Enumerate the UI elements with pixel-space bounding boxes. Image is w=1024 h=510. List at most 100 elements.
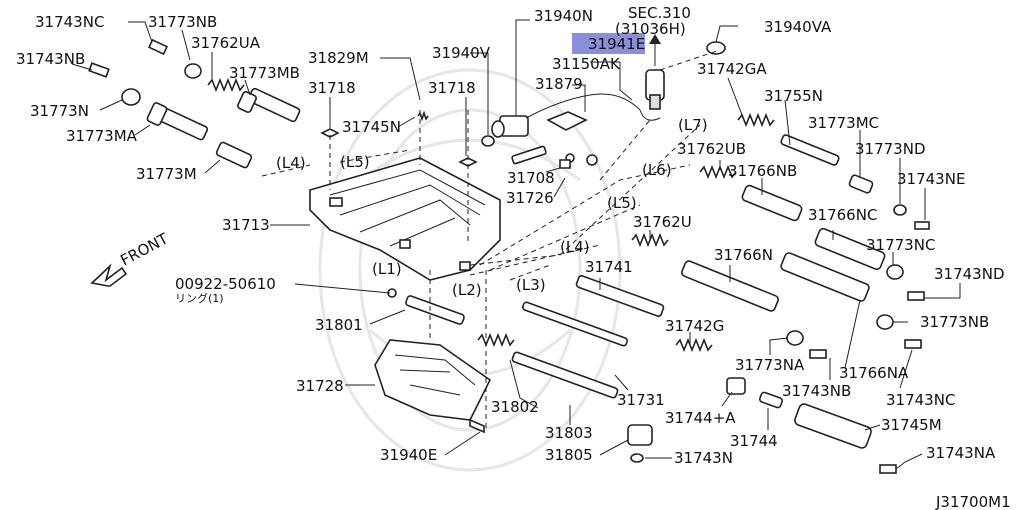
part-31805[interactable] <box>627 424 653 446</box>
part-31744a[interactable] <box>726 377 746 395</box>
part-31940n-solenoid[interactable] <box>491 93 641 138</box>
part-31940e[interactable] <box>469 418 485 434</box>
label-31773n[interactable]: 31773N <box>30 102 89 120</box>
label-31773nd[interactable]: 31773ND <box>855 140 926 158</box>
part-31741[interactable] <box>575 275 665 317</box>
part-31742ga-spring[interactable] <box>737 112 775 128</box>
label-31766nc[interactable]: 31766NC <box>808 206 877 224</box>
label-31762ua[interactable]: 31762UA <box>191 34 261 52</box>
part-31713-valve-body[interactable] <box>309 157 501 281</box>
label-31941e[interactable]: 31941E <box>588 35 645 53</box>
label-31742ga[interactable]: 31742GA <box>697 60 767 78</box>
label-31731[interactable]: 31731 <box>617 391 665 409</box>
part-31940va-oring[interactable] <box>706 41 726 55</box>
label-31940va[interactable]: 31940VA <box>764 18 832 36</box>
label-31743na[interactable]: 31743NA <box>926 444 996 462</box>
part-31773mc[interactable] <box>848 174 874 194</box>
part-31743nb-mid[interactable] <box>809 349 827 359</box>
part-31731[interactable] <box>521 301 629 347</box>
label-31755n[interactable]: 31755N <box>764 87 823 105</box>
part-31773ma[interactable] <box>146 102 209 141</box>
label-31743nd[interactable]: 31743ND <box>934 265 1005 283</box>
label-31940n[interactable]: 31940N <box>534 7 593 25</box>
label-31762u[interactable]: 31762U <box>633 213 692 231</box>
part-31773nd[interactable] <box>893 204 907 216</box>
part-31755n[interactable] <box>780 134 840 166</box>
part-31766na[interactable] <box>780 252 870 302</box>
part-31773mb[interactable] <box>237 87 301 123</box>
label-31802[interactable]: 31802 <box>491 398 539 416</box>
part-31726-bolt[interactable] <box>559 154 598 169</box>
part-31718-b[interactable] <box>458 157 478 167</box>
part-31801[interactable] <box>405 295 465 325</box>
part-31150ak-sensor[interactable] <box>639 69 665 121</box>
label-00922-50610[interactable]: 00922-50610 <box>175 275 276 293</box>
label-31766nb[interactable]: 31766NB <box>728 162 797 180</box>
label-31773mb[interactable]: 31773MB <box>229 64 300 82</box>
label-31745n[interactable]: 31745N <box>342 118 401 136</box>
label-31741[interactable]: 31741 <box>585 258 633 276</box>
label-31773nc[interactable]: 31773NC <box>866 236 935 254</box>
part-31762ua-spring[interactable] <box>207 77 245 93</box>
part-31745m[interactable] <box>794 403 873 450</box>
label-31728[interactable]: 31728 <box>296 377 344 395</box>
label-31773nb-right[interactable]: 31773NB <box>920 313 989 331</box>
part-31743na[interactable] <box>879 464 897 474</box>
label-31743ne[interactable]: 31743NE <box>897 170 965 188</box>
label-31744[interactable]: 31744 <box>730 432 778 450</box>
label-31745m[interactable]: 31745M <box>881 416 942 434</box>
part-31708[interactable] <box>511 145 547 165</box>
label-31773mc[interactable]: 31773MC <box>808 114 879 132</box>
label-31742g[interactable]: 31742G <box>665 317 724 335</box>
label-31718-b[interactable]: 31718 <box>428 79 476 97</box>
part-31773nb-top[interactable] <box>184 63 202 79</box>
label-31773na[interactable]: 31773NA <box>735 356 805 374</box>
highlight-31941e[interactable] <box>572 33 645 54</box>
label-31743nb-mid[interactable]: 31743NB <box>782 382 851 400</box>
part-31743n[interactable] <box>630 453 644 463</box>
part-31743nc-right[interactable] <box>904 339 922 349</box>
label-31829m[interactable]: 31829M <box>308 49 369 67</box>
label-31773nb-top[interactable]: 31773NB <box>148 13 217 31</box>
label-31713[interactable]: 31713 <box>222 216 270 234</box>
label-31744a[interactable]: 31744+A <box>665 409 736 427</box>
part-31744[interactable] <box>758 391 784 409</box>
label-31805[interactable]: 31805 <box>545 446 593 464</box>
part-31762ub-spring[interactable] <box>699 164 737 180</box>
label-31940e[interactable]: 31940E <box>380 446 437 464</box>
part-31773n[interactable] <box>121 88 141 106</box>
label-31766n[interactable]: 31766N <box>714 246 773 264</box>
part-31802-spring[interactable] <box>477 332 515 348</box>
part-31743nd[interactable] <box>907 291 925 301</box>
label-31743nb-top[interactable]: 31743NB <box>16 50 85 68</box>
part-31742g-spring[interactable] <box>675 337 713 353</box>
part-31718-a[interactable] <box>320 128 340 138</box>
part-31743ne[interactable] <box>914 221 930 230</box>
part-31743nb-top[interactable] <box>88 62 110 78</box>
label-31940v[interactable]: 31940V <box>432 44 491 62</box>
part-31803[interactable] <box>511 351 619 399</box>
label-31801[interactable]: 31801 <box>315 316 363 334</box>
label-31743nc-top[interactable]: 31743NC <box>35 13 104 31</box>
label-31773ma[interactable]: 31773MA <box>66 127 138 145</box>
label-31036h[interactable]: (31036H) <box>615 20 686 38</box>
part-31743nc-top[interactable] <box>147 38 169 56</box>
label-31879[interactable]: 31879 <box>535 75 583 93</box>
label-31762ub[interactable]: 31762UB <box>677 140 746 158</box>
label-31726[interactable]: 31726 <box>506 189 554 207</box>
label-31718-a[interactable]: 31718 <box>308 79 356 97</box>
part-31773nb-right[interactable] <box>876 314 894 330</box>
part-31773m[interactable] <box>215 141 253 169</box>
label-31803[interactable]: 31803 <box>545 424 593 442</box>
part-31766nb[interactable] <box>741 184 803 222</box>
label-sec-310[interactable]: SEC.310 <box>628 4 691 22</box>
label-31708[interactable]: 31708 <box>507 169 555 187</box>
part-31728-separator-plate[interactable] <box>374 339 492 421</box>
part-31940v[interactable] <box>481 135 495 147</box>
label-31743nc-right[interactable]: 31743NC <box>886 391 955 409</box>
label-31150ak[interactable]: 31150AK <box>552 55 621 73</box>
part-31773nc[interactable] <box>886 264 904 280</box>
label-31743n[interactable]: 31743N <box>674 449 733 467</box>
label-31773m[interactable]: 31773M <box>136 165 197 183</box>
part-31766n[interactable] <box>681 260 780 312</box>
